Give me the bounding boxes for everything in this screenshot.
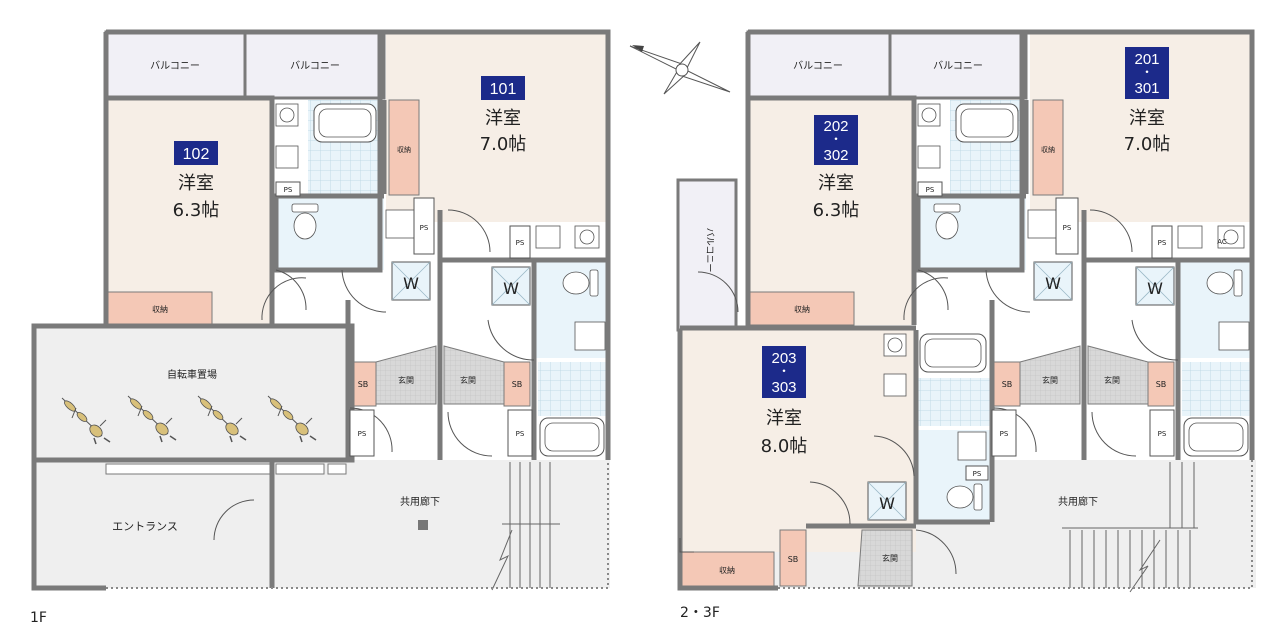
unit-101-size: 7.0帖 <box>480 134 527 155</box>
floor-label-2f3f: 2・3F <box>680 605 720 621</box>
balcony-label-right-1f: バルコニー <box>290 60 340 72</box>
plan-2f3f: バルコニー バルコニー バルコニー 202 ・ 302 洋室 6.3帖 収納 2… <box>629 29 1256 621</box>
unit-301-number: 301 <box>1134 80 1159 97</box>
balcony-label-left-1f: バルコニー <box>150 60 200 72</box>
ps-label-1f-1: PS <box>284 186 293 194</box>
unit-203-303-room-type: 洋室 <box>766 408 802 429</box>
floor-label-1f: 1F <box>30 610 47 626</box>
bath-101 <box>538 362 608 416</box>
genkan-2f-3: 玄関 <box>882 553 898 563</box>
ps-2f-4: PS <box>1000 430 1009 438</box>
unit-201-301-separator: ・ <box>1141 65 1153 79</box>
ps-label-1f-4: PS <box>358 430 367 438</box>
genkan-2f-1: 玄関 <box>1042 375 1058 385</box>
unit-101-room-type: 洋室 <box>485 108 521 129</box>
balcony-label-left-2f: バルコニー <box>793 60 843 72</box>
side-balcony-label: バルコニー <box>704 228 715 273</box>
unit-101-badge <box>481 76 525 100</box>
unit-202-302-size: 6.3帖 <box>813 200 860 221</box>
unit-102-size: 6.3帖 <box>173 200 220 221</box>
unit-102-number: 102 <box>183 146 210 163</box>
storage-102 <box>107 291 213 326</box>
unit-102-badge <box>174 141 218 165</box>
unit-202-302-storage: 収納 <box>794 304 810 314</box>
unit-102-room-type: 洋室 <box>178 173 214 194</box>
corridor-label-1f: 共用廊下 <box>400 495 440 508</box>
unit-101-number: 101 <box>490 81 517 98</box>
unit-101-room <box>386 32 608 222</box>
washer-label-1f-left: W <box>403 274 419 293</box>
ps-label-1f-5: PS <box>516 430 525 438</box>
unit-302-number: 302 <box>823 147 848 164</box>
sb-right-1f: SB <box>512 380 523 389</box>
unit-201-301-room-type: 洋室 <box>1129 108 1165 129</box>
unit-102-storage-label: 収納 <box>152 304 168 314</box>
ps-2f-1: PS <box>926 186 935 194</box>
genkan-2f-2: 玄関 <box>1104 375 1120 385</box>
sb-2f-2: SB <box>1156 380 1167 389</box>
sb-left-1f: SB <box>358 380 369 389</box>
unit-203-303-separator: ・ <box>778 364 790 378</box>
bicycle-parking-label: 自転車置場 <box>167 368 217 381</box>
entrance-label: エントランス <box>112 520 178 533</box>
ac-label: AC <box>1217 238 1227 246</box>
storage-202-302 <box>749 291 855 326</box>
ps-2f-5: PS <box>1158 430 1167 438</box>
unit-201-301-storage: 収納 <box>1041 145 1055 154</box>
unit-202-number: 202 <box>823 118 848 135</box>
unit-202-302-separator: ・ <box>830 132 842 146</box>
unit-202-302-room-type: 洋室 <box>818 173 854 194</box>
storage-101 <box>388 99 420 196</box>
washer-2f-2: W <box>1147 279 1163 298</box>
storage-201-301 <box>1032 99 1064 196</box>
bicycle-parking-area <box>31 323 355 463</box>
unit-203-303-badge <box>762 346 806 398</box>
washer-label-1f-right: W <box>503 279 519 298</box>
washer-2f-1: W <box>1045 274 1061 293</box>
ps-label-1f-2: PS <box>420 224 429 232</box>
balcony-label-right-2f: バルコニー <box>933 60 983 72</box>
ps-label-1f-3: PS <box>516 239 525 247</box>
unit-102-room <box>106 98 272 325</box>
unit-203-number: 203 <box>771 350 796 367</box>
compass-rose-icon <box>629 41 731 95</box>
unit-201-301-size: 7.0帖 <box>1124 134 1171 155</box>
unit-203-303-size: 8.0帖 <box>761 436 808 457</box>
genkan-right-1f: 玄関 <box>460 375 476 385</box>
washer-2f-3: W <box>879 494 895 513</box>
balcony-area-2f <box>746 30 1028 100</box>
ps-2f-2: PS <box>1063 224 1072 232</box>
unit-203-303-storage: 収納 <box>719 565 735 575</box>
unit-201-301-badge <box>1125 47 1169 99</box>
unit-303-number: 303 <box>771 379 796 396</box>
sb-2f-3: SB <box>788 555 799 564</box>
corridor-label-2f: 共用廊下 <box>1058 495 1098 508</box>
unit-101-storage-label: 収納 <box>397 145 411 154</box>
ps-2f-6: PS <box>973 470 982 478</box>
unit-201-number: 201 <box>1134 51 1159 68</box>
storage-203-303 <box>681 551 775 587</box>
sb-2f-1: SB <box>1002 380 1013 389</box>
unit-202-302-badge <box>814 115 858 165</box>
entrance-area <box>34 466 272 588</box>
genkan-left-1f: 玄関 <box>398 375 414 385</box>
plan-1f: バルコニー バルコニー 102 洋室 6.3帖 収納 101 洋室 7.0帖 収… <box>30 29 611 626</box>
ps-2f-3: PS <box>1158 239 1167 247</box>
